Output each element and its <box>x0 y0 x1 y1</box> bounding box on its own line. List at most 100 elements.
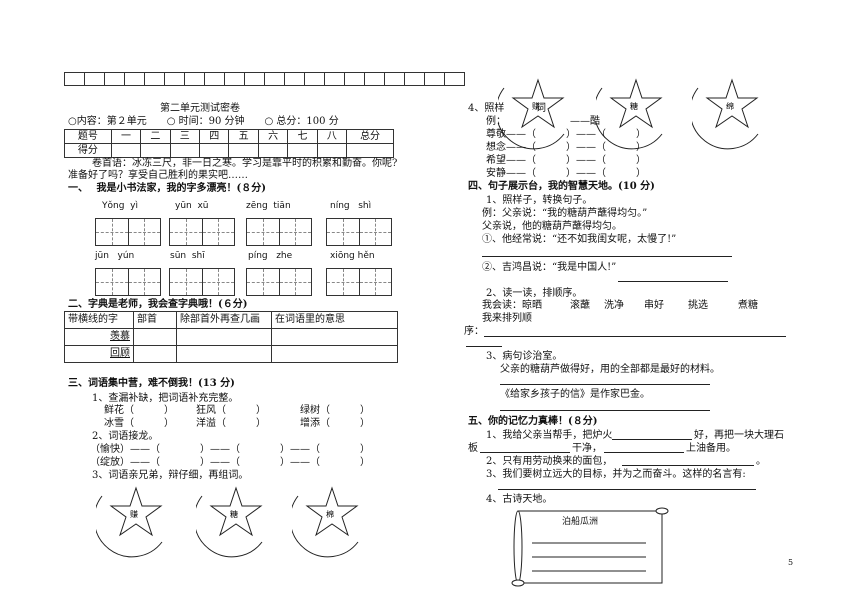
word: 晾晒 <box>522 300 542 311</box>
s5-q2: 2、只有用劳动换来的面包， <box>486 456 613 467</box>
pinyin-8: xiōng hěn <box>330 251 375 261</box>
answer-line[interactable] <box>482 256 732 257</box>
fill-word[interactable]: 狂风（ ） <box>196 405 266 416</box>
answer-line[interactable] <box>618 281 728 282</box>
s4-q3: 3、病句诊治室。 <box>486 351 563 362</box>
answer-line[interactable] <box>500 410 710 411</box>
writing-box[interactable] <box>169 268 235 296</box>
s4-line: ②、吉鸿昌说：“我是中国人!” <box>482 262 617 273</box>
star-char: 绵 <box>726 101 734 111</box>
seat-number-grid <box>64 72 465 86</box>
intro-line-2: 准备好了吗？享受自己胜利的果实吧…… <box>68 170 248 181</box>
s4-line: ①、他经常说：“还不如我闺女呢，太慢了!” <box>482 234 677 245</box>
moon-star-graphic-6: 绵 <box>692 78 759 150</box>
word: 煮糖 <box>738 300 758 311</box>
order-label: 我来排列顺 <box>482 313 532 324</box>
s5-q1: 板 <box>468 443 478 454</box>
s4-line: 1、照样子，转换句子。 <box>486 195 593 206</box>
q4-row[interactable]: 安静——（ ）——（ ） <box>486 168 646 179</box>
pinyin-6: sūn shī <box>170 251 205 261</box>
s4-line: 例：父亲说：“我的糖葫芦蘸得均匀。” <box>482 208 648 219</box>
moon-star-graphic-1: 赚 <box>96 486 163 558</box>
star-char: 赚 <box>532 101 540 111</box>
word-huigu: 回顾 <box>110 348 130 359</box>
page-number: 5 <box>788 558 794 567</box>
moon-star-graphic-3: 棉 <box>292 486 359 558</box>
s3-q2: 2、词语接龙。 <box>92 431 159 442</box>
pinyin-7: píng zhe <box>248 251 293 261</box>
moon-star-graphic-2: 糖 <box>196 486 263 558</box>
s3-q1: 1、查漏补缺，把词语补充完整。 <box>92 393 239 404</box>
moon-star-graphic-5: 糖 <box>596 78 663 150</box>
s5-q3: 3、我们要树立远大的目标，并为之而奋斗。这样的名言有: <box>486 469 746 480</box>
words-label: 我会读： <box>482 300 522 311</box>
s3-q3: 3、词语亲兄弟，辩仔细，再组词。 <box>92 470 249 481</box>
answer-line[interactable] <box>480 452 570 453</box>
pinyin-3: zēng tiān <box>246 201 291 211</box>
dictionary-table: 带横线的字 部首 除部首外再查几画 在词语里的意思 羡慕 回顾 <box>64 311 398 363</box>
exam-title: 第二单元测试密卷 <box>160 103 240 114</box>
writing-box[interactable] <box>95 218 161 246</box>
s4-line: 父亲说，他的糖葫芦蘸得均匀。 <box>482 221 622 232</box>
answer-line[interactable] <box>622 465 754 466</box>
word-chain-row[interactable]: （愉快）——（ ）——（ ）——（ ） <box>90 444 370 455</box>
q4-example: 例： <box>486 116 506 127</box>
answer-line[interactable] <box>466 346 502 347</box>
star-char: 棉 <box>326 509 334 519</box>
s5-q1: 好，再把一块大理石 <box>694 430 784 441</box>
s5-q1: 1、我给父亲当帮手，把炉火 <box>486 430 613 441</box>
s5-q1: 干净， <box>572 443 602 454</box>
answer-line[interactable] <box>612 439 692 440</box>
pinyin-2: yūn xū <box>175 201 209 211</box>
pinyin-1: Yǒng yì <box>102 201 138 211</box>
fill-word[interactable]: 洋溢（ ） <box>196 418 266 429</box>
q4-prefix: 4、照样 <box>468 103 505 114</box>
pinyin-4: níng shì <box>330 201 372 211</box>
sick-sentence-1: 父亲的糖葫芦做得好，用的全部都是最好的材料。 <box>500 364 720 375</box>
word-chain-row[interactable]: （绽放）——（ ）——（ ）——（ ） <box>90 457 370 468</box>
section-3-heading: 三、词语集中营，难不倒我！(13 分) <box>68 378 235 389</box>
sick-sentence-2: 《给家乡孩子的信》是作家巴金。 <box>500 389 650 400</box>
writing-box[interactable] <box>246 218 312 246</box>
fill-word[interactable]: 绿树（ ） <box>300 405 370 416</box>
fill-word[interactable]: 冰雪（ ） <box>104 418 174 429</box>
exam-meta: ○内容：第２单元 ○ 时间：90 分钟 ○ 总分：100 分 <box>68 116 339 127</box>
writing-box[interactable] <box>326 268 392 296</box>
answer-line[interactable] <box>498 489 756 490</box>
q4-row[interactable]: 希望——（ ）——（ ） <box>486 155 646 166</box>
section-1-heading: 一、 我是小书法家，我的字多漂亮！(８分) <box>68 183 266 194</box>
section-4-heading: 四、句子展示台，我的智慧天地。(10 分) <box>468 181 655 192</box>
section-5-heading: 五、你的记忆力真棒！(８分) <box>468 416 598 427</box>
word: 挑选 <box>688 300 708 311</box>
word-xianmu: 羡慕 <box>110 331 130 342</box>
answer-line[interactable] <box>484 336 786 337</box>
s4-line: 2、读一读，排顺序。 <box>486 288 583 299</box>
section-2-heading: 二、字典是老师，我会查字典哦！(６分) <box>68 299 248 310</box>
q4-example-tail: ——酷 <box>570 116 600 127</box>
fill-word[interactable]: 鲜花（ ） <box>104 405 174 416</box>
star-char: 赚 <box>130 509 138 519</box>
word: 串好 <box>644 300 664 311</box>
score-table: 题号一二 三四五 六七八 总分 得分 <box>64 129 394 158</box>
q4-row[interactable]: 想念——（ ）——（ ） <box>486 142 646 153</box>
star-char: 糖 <box>630 101 638 111</box>
order-label-2: 序： <box>464 326 484 337</box>
writing-box[interactable] <box>326 218 392 246</box>
poem-title: 泊船瓜洲 <box>562 517 599 527</box>
intro-line-1: 卷首语：冰冻三尺，非一日之寒。学习是靠平时的积累和勤奋。你呢? <box>92 158 398 169</box>
s5-q4: 4、古诗天地。 <box>486 494 553 505</box>
answer-line[interactable] <box>500 384 710 385</box>
writing-box[interactable] <box>95 268 161 296</box>
answer-line[interactable] <box>604 452 684 453</box>
moon-star-graphic-4: 赚 <box>498 78 565 150</box>
poem-scroll <box>511 507 669 587</box>
writing-box[interactable] <box>246 268 312 296</box>
pinyin-5: jūn yún <box>95 251 135 261</box>
word: 滚蘸 <box>570 300 590 311</box>
s5-q1: 上油备用。 <box>686 443 736 454</box>
q4-row[interactable]: 尊敬——（ ）——（ ） <box>486 129 646 140</box>
writing-box[interactable] <box>169 218 235 246</box>
s5-q2-tail: 。 <box>756 456 766 467</box>
fill-word[interactable]: 增添（ ） <box>300 418 370 429</box>
star-char: 糖 <box>230 509 238 519</box>
